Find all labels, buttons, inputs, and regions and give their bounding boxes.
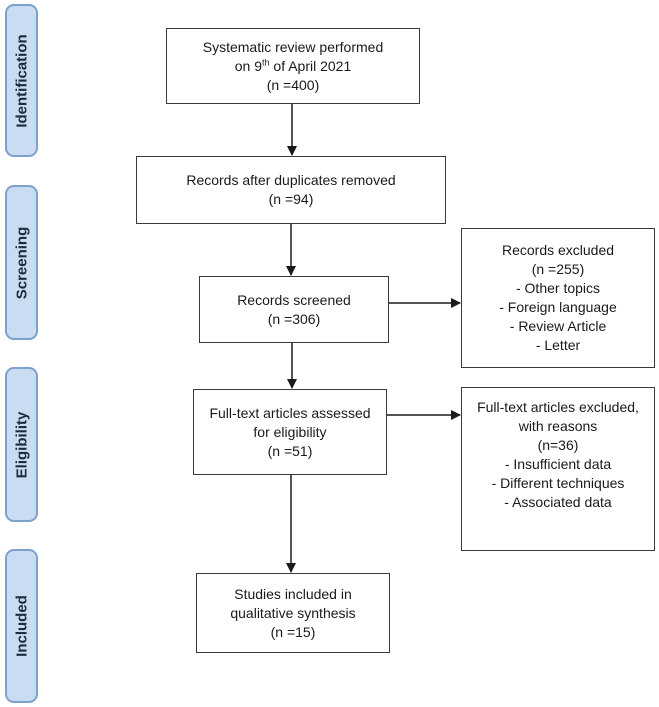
fulltext-excluded-box: Full-text articles excluded, with reason… — [461, 387, 655, 551]
duplicates-removed-label: Records after duplicates removed — [186, 172, 396, 188]
fulltext-excluded-reason: - Insufficient data — [504, 456, 612, 472]
duplicates-removed-count: (n =94) — [268, 191, 314, 207]
records-identified-line1: Systematic review performed — [202, 38, 384, 55]
stage-label-eligibility: Eligibility — [5, 367, 38, 522]
records-screened-count: (n =306) — [267, 310, 321, 327]
records-excluded-reason: - Foreign language — [499, 299, 617, 315]
duplicates-removed-box: Records after duplicates removed (n =94) — [136, 156, 446, 224]
records-screened-label: Records screened — [237, 291, 351, 308]
studies-included-line2: qualitative synthesis — [230, 604, 356, 621]
stage-label-identification: Identification — [5, 4, 38, 157]
records-excluded-reason: - Other topics — [515, 280, 601, 296]
stage-label-included: Included — [5, 549, 38, 703]
fulltext-excluded-count: (n=36) — [537, 437, 579, 453]
fulltext-excluded-line1: Full-text articles excluded, — [477, 399, 639, 415]
studies-included-count: (n =15) — [270, 623, 316, 640]
studies-included-box: Studies included in qualitative synthesi… — [196, 573, 390, 653]
records-excluded-reason: - Review Article — [509, 318, 607, 334]
records-excluded-reason: - Letter — [535, 337, 581, 353]
records-excluded-title: Records excluded — [501, 242, 615, 258]
records-excluded-box: Records excluded (n =255) - Other topics… — [461, 228, 655, 368]
records-identified-box: Systematic review performed on 9th of Ap… — [166, 28, 420, 104]
records-identified-count: (n =400) — [266, 76, 320, 93]
fulltext-excluded-reason: - Associated data — [504, 494, 612, 510]
records-excluded-count: (n =255) — [531, 261, 585, 277]
fulltext-assessed-box: Full-text articles assessed for eligibil… — [193, 389, 387, 475]
records-screened-box: Records screened (n =306) — [199, 276, 389, 343]
fulltext-assessed-line2: for eligibility — [253, 423, 327, 440]
records-identified-date: on 9th of April 2021 — [234, 56, 352, 74]
stage-label-screening: Screening — [5, 185, 38, 340]
fulltext-excluded-line2: with reasons — [518, 418, 598, 434]
fulltext-excluded-reason: - Different techniques — [491, 475, 625, 491]
studies-included-line1: Studies included in — [234, 585, 352, 602]
fulltext-assessed-count: (n =51) — [267, 442, 313, 459]
fulltext-assessed-line1: Full-text articles assessed — [209, 404, 371, 421]
